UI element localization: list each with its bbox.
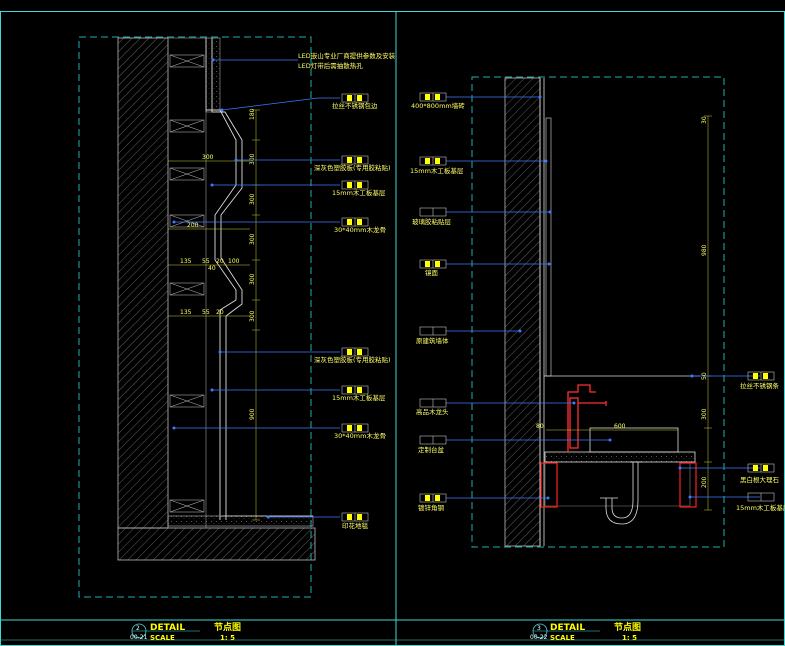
- left-title-scale: 1: 5: [220, 634, 235, 642]
- right-title-label: DETAIL: [550, 623, 585, 633]
- right-annotation-l5: 原建筑墙体: [416, 336, 449, 345]
- right-dim-5: 600: [614, 423, 626, 430]
- dim-h-6: 100: [228, 258, 240, 265]
- right-dim-7: 200: [701, 476, 708, 488]
- right-annotation-l3: 玻璃胶粘贴层: [412, 217, 452, 226]
- dim-v-2: 300: [249, 153, 256, 165]
- left-annotation-2: LED灯带后需抽散热孔: [298, 61, 363, 70]
- left-annotation-4: 深灰色塑胶板(专用胶粘贴): [314, 163, 391, 172]
- right-title-block: 3 00-22 DETAIL SCALE 节点图 1: 5: [530, 621, 641, 642]
- right-title-ref: 00-22: [530, 634, 548, 641]
- dim-h-1: 300: [202, 154, 214, 161]
- left-annotation-1: LED嵌山专业厂商提供参数及安装: [298, 51, 396, 60]
- left-annotation-8: 15mm木工板基层: [332, 393, 386, 402]
- right-annotation-l4: 镜面: [425, 268, 439, 277]
- left-title-ref: 00-21: [130, 634, 148, 641]
- right-annotation-l1: 400*800mm墙砖: [411, 101, 465, 110]
- dim-v-7: 900: [249, 408, 256, 420]
- left-title-sub: SCALE: [150, 634, 175, 642]
- right-dim-4: 300: [701, 408, 708, 420]
- left-annotation-7: 深灰色塑胶板(专用胶粘贴): [314, 355, 391, 364]
- right-annotation-l6: 高品木龙头: [416, 407, 449, 416]
- left-annotation-10: 印花地毯: [342, 521, 369, 530]
- dim-h-4: 55: [202, 258, 210, 265]
- right-detail: 30 980 50 300 600 80 200: [410, 76, 785, 548]
- right-title-sub: SCALE: [550, 634, 575, 642]
- left-title-name: 节点图: [214, 621, 241, 633]
- dim-h-8: 135: [180, 309, 192, 316]
- right-title-name: 节点图: [614, 621, 641, 633]
- dim-h-7: 40: [208, 265, 216, 272]
- left-annotation-9: 30*40mm木龙骨: [334, 431, 386, 440]
- right-annotation-l7: 定制台盆: [418, 445, 445, 454]
- dim-v-3: 300: [249, 193, 256, 205]
- right-annotation-r3: 15mm木工板基层: [736, 503, 785, 512]
- right-title-scale: 1: 5: [622, 634, 637, 642]
- right-title-num: 3: [537, 625, 541, 632]
- dim-v-1: 180: [249, 108, 256, 120]
- left-detail: 300 200 135 55 20 100 40 135 55 20 180 3…: [78, 36, 396, 598]
- left-annotation-3: 拉丝不锈钢包边: [332, 101, 378, 110]
- dim-v-4: 300: [249, 233, 256, 245]
- right-annotation-r1: 拉丝不锈钢条: [740, 381, 780, 390]
- left-title-num: 2: [136, 625, 140, 632]
- right-annotation-l8: 镀锌角钢: [418, 503, 445, 512]
- dim-h-3: 135: [180, 258, 192, 265]
- left-annotation-5: 15mm木工板基层: [332, 188, 386, 197]
- dim-h-2: 200: [187, 222, 199, 229]
- left-annotation-6: 30*40mm木龙骨: [334, 225, 386, 234]
- right-dim-1: 30: [701, 116, 708, 124]
- dim-v-6: 300: [249, 310, 256, 322]
- dim-h-5: 20: [216, 258, 224, 265]
- left-title-block: 2 00-21 DETAIL SCALE 节点图 1: 5: [130, 621, 241, 642]
- left-title-label: DETAIL: [150, 623, 185, 633]
- right-annotation-r2: 黑白根大理石: [740, 475, 780, 484]
- dim-v-5: 300: [249, 273, 256, 285]
- dim-h-9: 55: [202, 309, 210, 316]
- dim-h-10: 20: [216, 309, 224, 316]
- right-annotation-l2: 15mm木工板基层: [410, 166, 464, 175]
- right-dim-6: 80: [536, 423, 544, 430]
- right-dim-2: 980: [701, 244, 708, 256]
